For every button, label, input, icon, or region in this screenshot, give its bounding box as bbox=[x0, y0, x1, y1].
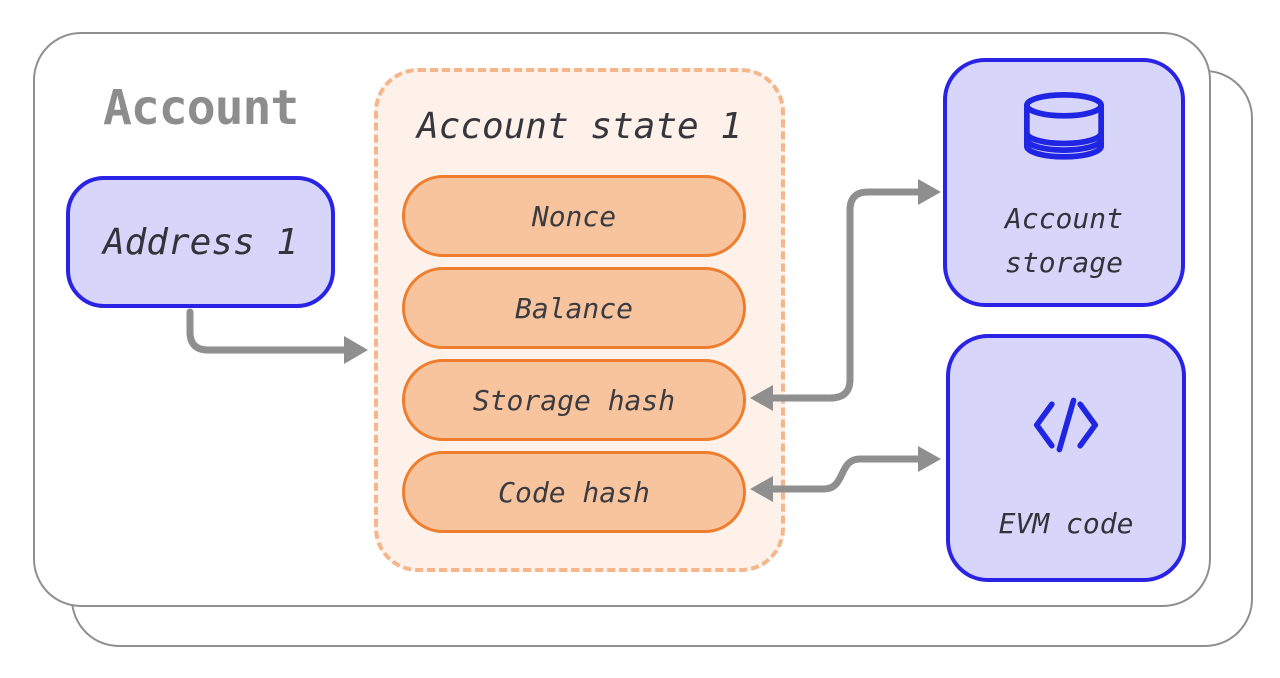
account-storage-box: Account storage bbox=[943, 58, 1185, 307]
account-storage-label: Account storage bbox=[1005, 197, 1123, 285]
account-container-title: Account bbox=[103, 80, 299, 136]
balance-pill: Balance bbox=[402, 267, 746, 349]
account-storage-label-line2: storage bbox=[1004, 246, 1123, 279]
code-hash-pill: Code hash bbox=[402, 451, 746, 533]
code-icon bbox=[1033, 397, 1099, 453]
evm-code-label: EVM code bbox=[998, 507, 1134, 540]
address-box: Address 1 bbox=[66, 176, 335, 308]
nonce-pill: Nonce bbox=[402, 175, 746, 257]
database-icon bbox=[1024, 92, 1104, 160]
evm-code-box: EVM code bbox=[946, 334, 1186, 582]
storage-hash-pill: Storage hash bbox=[402, 359, 746, 441]
address-label: Address 1 bbox=[102, 221, 299, 263]
account-state-title: Account state 1 bbox=[416, 106, 743, 147]
account-state-box: Account state 1 Nonce Balance Storage ha… bbox=[374, 68, 785, 572]
account-storage-label-line1: Account bbox=[1004, 202, 1123, 235]
